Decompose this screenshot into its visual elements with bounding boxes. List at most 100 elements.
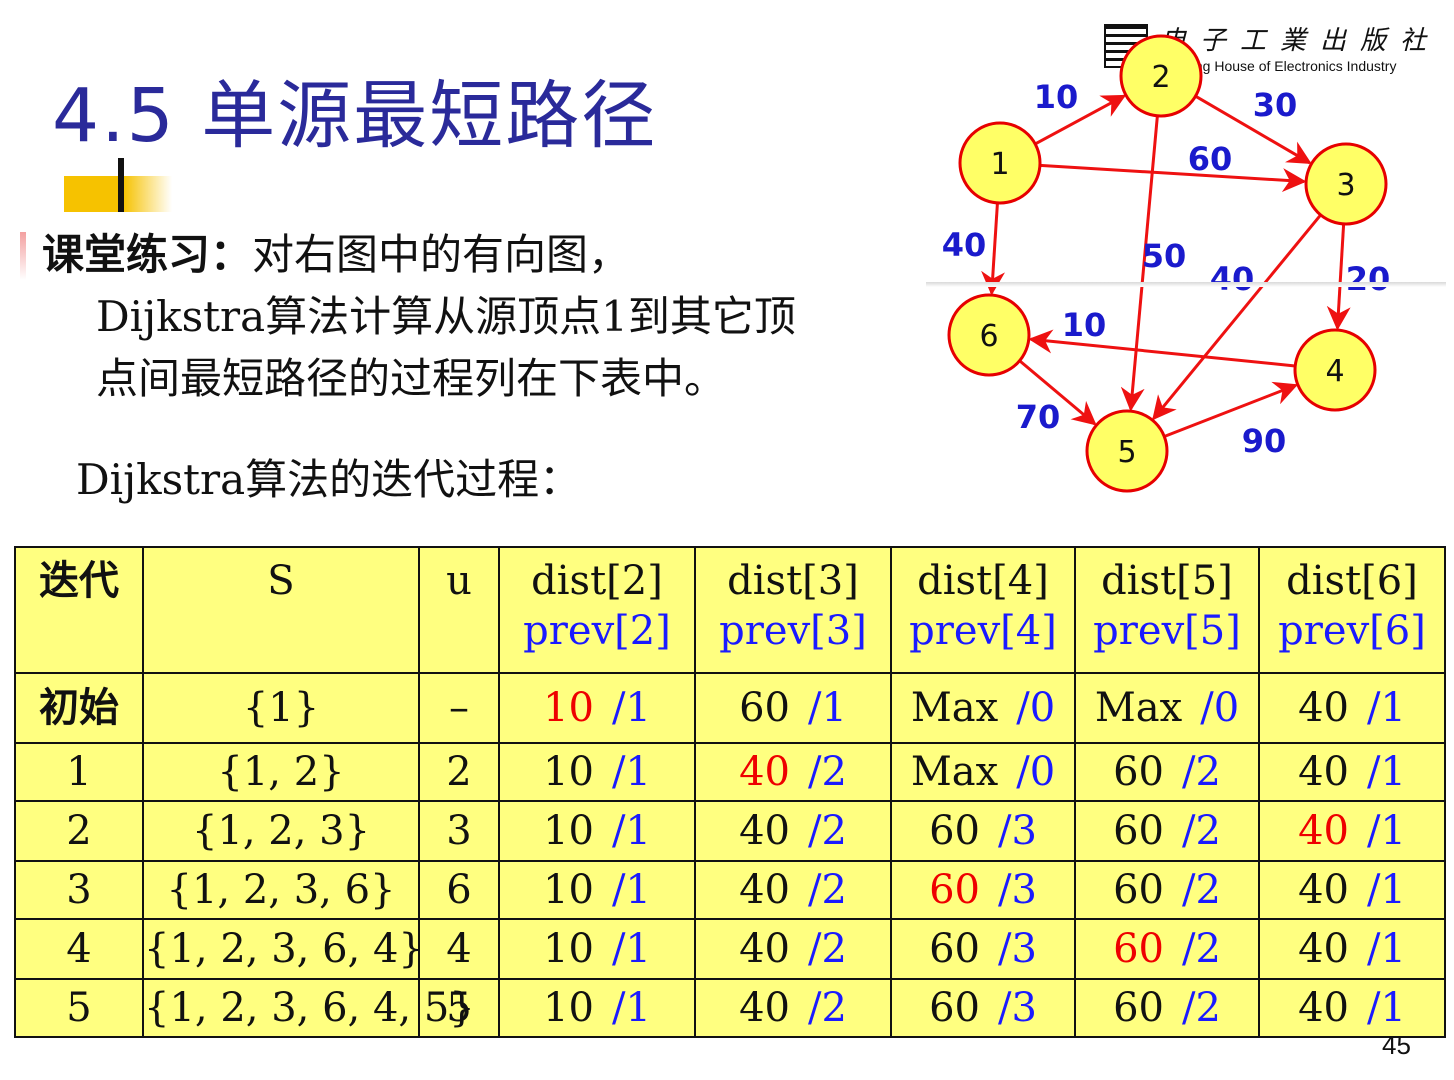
cell-dist-prev: 10/1 <box>498 742 696 802</box>
cell-u: 2 <box>418 742 500 802</box>
cell-prev: /2 <box>1181 926 1221 972</box>
cell-s: {1, 2} <box>142 742 420 802</box>
cell-dist: 40 <box>1298 685 1349 731</box>
node-label: 4 <box>1325 354 1344 389</box>
graph-node-5: 5 <box>1085 409 1169 493</box>
cell-prev: /2 <box>807 808 847 854</box>
cell-prev: /2 <box>1181 985 1221 1031</box>
cell-dist-prev: 40/2 <box>694 918 892 980</box>
node-label: 1 <box>990 147 1009 182</box>
cell-s: {1, 2, 3, 6, 4} <box>142 918 424 980</box>
cell-u: 4 <box>418 918 500 980</box>
header-prev: prev[3] <box>719 608 867 654</box>
cell-prev: /0 <box>1200 685 1240 731</box>
cell-u: 6 <box>418 860 500 920</box>
header-dist-prev-5: dist[5]prev[5] <box>1074 546 1260 674</box>
cell-prev: /3 <box>997 808 1037 854</box>
cell-dist: 40 <box>1298 808 1349 854</box>
cell-prev: /1 <box>1366 985 1406 1031</box>
cell-dist-prev: 60/1 <box>694 672 892 744</box>
cell-dist: 60 <box>1113 985 1164 1031</box>
node-label: 2 <box>1151 60 1170 95</box>
cell-iter: 初始 <box>14 672 144 744</box>
cell-dist: 60 <box>1113 926 1164 972</box>
cell-prev: /0 <box>1016 749 1056 795</box>
cell-dist: 40 <box>739 749 790 795</box>
header-dist-prev-2: dist[2]prev[2] <box>498 546 696 674</box>
dijkstra-iteration-table: 迭代 S u dist[2]prev[2] dist[3]prev[3] dis… <box>14 546 1446 1038</box>
edge-5-4 <box>1163 381 1299 438</box>
edge-2-5 <box>1120 115 1159 412</box>
header-prev: prev[2] <box>523 608 671 654</box>
cell-prev: /1 <box>1366 808 1406 854</box>
cell-dist: 60 <box>929 808 980 854</box>
cell-u: – <box>418 672 500 744</box>
cell-prev: /2 <box>1181 867 1221 913</box>
cell-dist: 10 <box>543 867 594 913</box>
edge-weight-label: 70 <box>1016 398 1061 436</box>
edge-6-5 <box>1018 359 1097 426</box>
graph-node-2: 2 <box>1119 34 1203 118</box>
cell-prev: /3 <box>997 926 1037 972</box>
cell-iter: 4 <box>14 918 144 980</box>
cell-dist-prev: 40/1 <box>1258 860 1446 920</box>
cell-s: {1, 2, 3} <box>142 800 420 862</box>
cell-dist-prev: Max/0 <box>890 742 1076 802</box>
cell-prev: /1 <box>611 808 651 854</box>
iteration-heading: Dijkstra算法的迭代过程： <box>76 455 582 504</box>
edge-weight-label: 40 <box>1210 260 1255 298</box>
header-dist: dist[6] <box>1286 558 1418 604</box>
cell-dist-prev: 60/3 <box>890 860 1076 920</box>
edge-weight-label: 10 <box>1062 306 1107 344</box>
cell-dist: 10 <box>543 685 594 731</box>
exercise-line-2: Dijkstra算法计算从源顶点1到其它顶 <box>96 292 796 341</box>
cell-prev: /1 <box>611 867 651 913</box>
cell-dist-prev: 10/1 <box>498 800 696 862</box>
edge-weight-label: 90 <box>1242 422 1287 460</box>
cell-dist-prev: 40/2 <box>694 978 892 1038</box>
edge-3-5 <box>1152 213 1322 421</box>
cell-dist: 60 <box>929 867 980 913</box>
graph-node-4: 4 <box>1293 328 1377 412</box>
cell-iter: 1 <box>14 742 144 802</box>
cell-prev: /2 <box>1181 749 1221 795</box>
cell-dist-prev: 40/1 <box>1258 672 1446 744</box>
cell-dist: Max <box>910 749 999 795</box>
cell-dist: Max <box>1094 685 1183 731</box>
cell-dist-prev: 60/2 <box>1074 918 1260 980</box>
node-circle <box>958 121 1042 205</box>
exercise-label: 课堂练习： <box>42 230 253 279</box>
cell-dist-prev: 60/2 <box>1074 978 1260 1038</box>
edge-3-4 <box>1326 223 1351 331</box>
title-tick-mark <box>118 158 124 212</box>
cell-prev: /1 <box>611 685 651 731</box>
header-dist: dist[4] <box>917 558 1049 604</box>
bullet-marker <box>20 232 26 280</box>
node-circle <box>947 293 1031 377</box>
cell-dist: 60 <box>1113 867 1164 913</box>
cell-s: {1, 2, 3, 6} <box>142 860 420 920</box>
cell-prev: /3 <box>997 985 1037 1031</box>
cell-dist: 40 <box>739 867 790 913</box>
graph-node-1: 1 <box>958 121 1042 205</box>
cell-dist-prev: 10/1 <box>498 918 696 980</box>
cell-dist-prev: 40/2 <box>694 800 892 862</box>
edge-weight-label: 50 <box>1142 237 1187 275</box>
cell-dist: 40 <box>1298 985 1349 1031</box>
exercise-text: 课堂练习：对右图中的有向图， Dijkstra算法计算从源顶点1到其它顶 点间最… <box>42 224 922 410</box>
cell-dist-prev: 60/2 <box>1074 800 1260 862</box>
cell-dist-prev: 10/1 <box>498 978 696 1038</box>
cell-prev: /1 <box>1366 867 1406 913</box>
cell-dist-prev: 60/3 <box>890 918 1076 980</box>
edge-4-6 <box>1028 329 1296 368</box>
cell-prev: /1 <box>611 926 651 972</box>
graph-node-6: 6 <box>947 293 1031 377</box>
header-prev: prev[4] <box>909 608 1057 654</box>
cell-dist: 60 <box>1113 749 1164 795</box>
edge-1-2 <box>1034 94 1127 146</box>
